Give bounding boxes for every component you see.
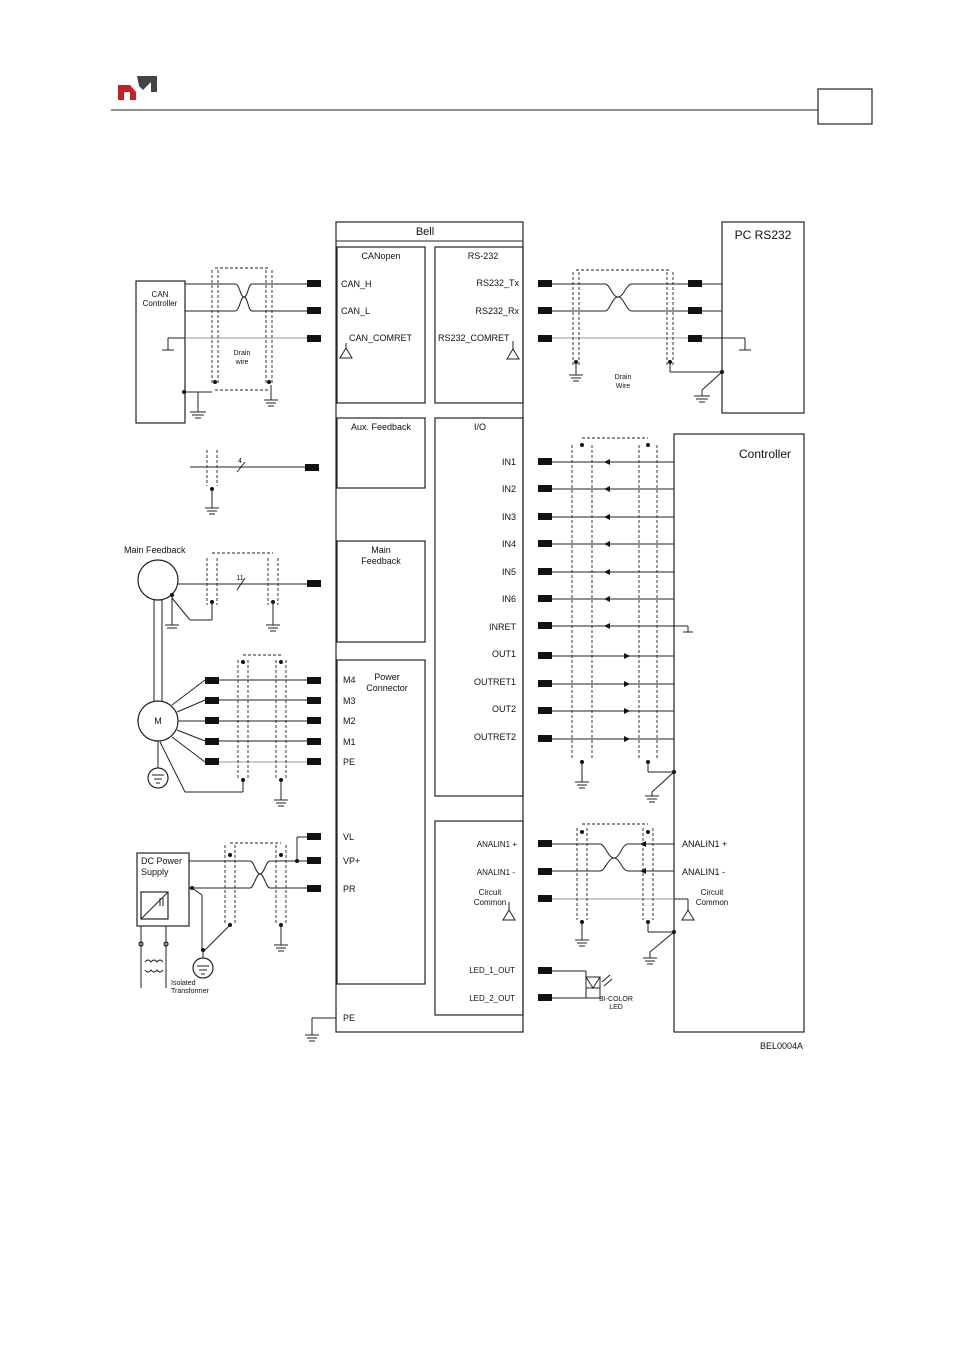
m4-label: M4 [343, 675, 356, 685]
analog-wiring [552, 823, 695, 965]
aux-feedback-box [336, 417, 426, 489]
can-l-label: CAN_L [341, 306, 370, 316]
main-feedback-wiring [137, 552, 307, 702]
pe-bottom-wiring [305, 1017, 336, 1042]
can-comret-label: CAN_COMRET [349, 333, 413, 343]
can-h-label: CAN_H [341, 279, 372, 289]
analin1-m-right-label: ANALIN1 - [682, 867, 725, 877]
can-controller-label-2: Controller [143, 299, 178, 308]
m2-label: M2 [343, 716, 356, 726]
elmo-logo-icon [118, 76, 157, 100]
pe-bottom-label: PE [343, 1013, 355, 1023]
rs232-tx-label: RS232_Tx [476, 278, 519, 288]
led-wiring [552, 970, 613, 999]
power-connector-label-2: Connector [366, 683, 408, 693]
vp-label: VP+ [343, 856, 360, 866]
m1-label: M1 [343, 737, 356, 747]
out2-label: OUT2 [492, 704, 516, 714]
bell-right-connectors [538, 280, 552, 1001]
motor-wiring [137, 654, 307, 807]
io-wiring [552, 437, 693, 803]
aux-feedback-label: Aux. Feedback [351, 422, 412, 432]
aux-count-label: 4 [238, 458, 242, 465]
rs232-wiring [552, 269, 751, 403]
rs232-box [434, 246, 524, 404]
circuit-common-label-1: Circuit [479, 888, 502, 897]
circuit-common-right-label-1: Circuit [701, 888, 724, 897]
dc-power-label-2: Supply [141, 867, 169, 877]
main-feedback-box-label-1: Main [371, 545, 391, 555]
can-controller-label-1: CAN [152, 290, 169, 299]
main-count-label: 11 [236, 575, 243, 582]
m3-label: M3 [343, 696, 356, 706]
pc-rs232-label: PC RS232 [735, 228, 792, 242]
analin1-p-label: ANALIN1 + [477, 840, 518, 849]
vl-label: VL [343, 832, 354, 842]
drain-wire-label-2: wire [235, 359, 249, 366]
bell-title: Bell [416, 226, 434, 238]
in4-label: IN4 [502, 539, 516, 549]
led1-label: LED_1_OUT [469, 966, 515, 975]
in2-label: IN2 [502, 484, 516, 494]
figure-id: BEL0004A [760, 1041, 803, 1051]
outret2-label: OUTRET2 [474, 732, 516, 742]
main-feedback-label: Main Feedback [124, 545, 186, 555]
rs232-label: RS-232 [468, 251, 499, 261]
controller-box [673, 433, 805, 1033]
bicolor-led-label-1: BI-COLOR [599, 996, 633, 1003]
rs232-comret-label: RS232_COMRET [438, 333, 510, 343]
isolated-label-1: Isolated [171, 980, 196, 987]
inret-label: INRET [489, 622, 517, 632]
dc-power-wiring [138, 836, 307, 988]
out1-label: OUT1 [492, 649, 516, 659]
circuit-common-right-label-2: Common [696, 898, 728, 907]
bell-left-connectors [305, 280, 321, 892]
drain-wire2-label-2: Wire [616, 383, 630, 390]
in1-label: IN1 [502, 457, 516, 467]
drain-wire2-label-1: Drain [615, 374, 632, 381]
analin1-p-right-label: ANALIN1 + [682, 839, 727, 849]
canopen-label: CANopen [361, 251, 400, 261]
bicolor-led-label-2: LED [609, 1004, 623, 1011]
power-connector-box [336, 659, 426, 985]
dc-power-label-1: DC Power [141, 856, 182, 866]
power-connector-label-1: Power [374, 672, 400, 682]
circuit-common-label-2: Common [474, 898, 506, 907]
io-box [434, 417, 524, 797]
outret1-label: OUTRET1 [474, 677, 516, 687]
bi-color-led-icon [585, 974, 613, 989]
isolated-label-2: Transformer [171, 988, 210, 995]
drain-wire-label-1: Drain [234, 350, 251, 357]
main-feedback-box-label-2: Feedback [361, 556, 401, 566]
main-feedback-box [336, 540, 426, 643]
can-controller-box [135, 280, 186, 424]
in6-label: IN6 [502, 594, 516, 604]
aux-feedback-wiring [190, 450, 305, 515]
in5-label: IN5 [502, 567, 516, 577]
can-wiring [162, 267, 307, 419]
pe-label: PE [343, 757, 355, 767]
page-number-box [817, 88, 873, 125]
controller-label: Controller [739, 447, 791, 461]
dc-power-box [136, 852, 190, 927]
analin1-m-label: ANALIN1 - [477, 868, 516, 877]
pr-label: PR [343, 884, 356, 894]
power-supply-icon [140, 891, 169, 920]
canopen-box [336, 246, 426, 404]
in3-label: IN3 [502, 512, 516, 522]
led2-label: LED_2_OUT [469, 994, 515, 1003]
io-label: I/O [474, 422, 486, 432]
rs232-rx-label: RS232_Rx [475, 306, 519, 316]
pc-rs232-box [721, 221, 805, 414]
motor-label: M [154, 716, 162, 726]
analog-box [434, 820, 524, 1016]
encoder-icon [137, 559, 179, 601]
